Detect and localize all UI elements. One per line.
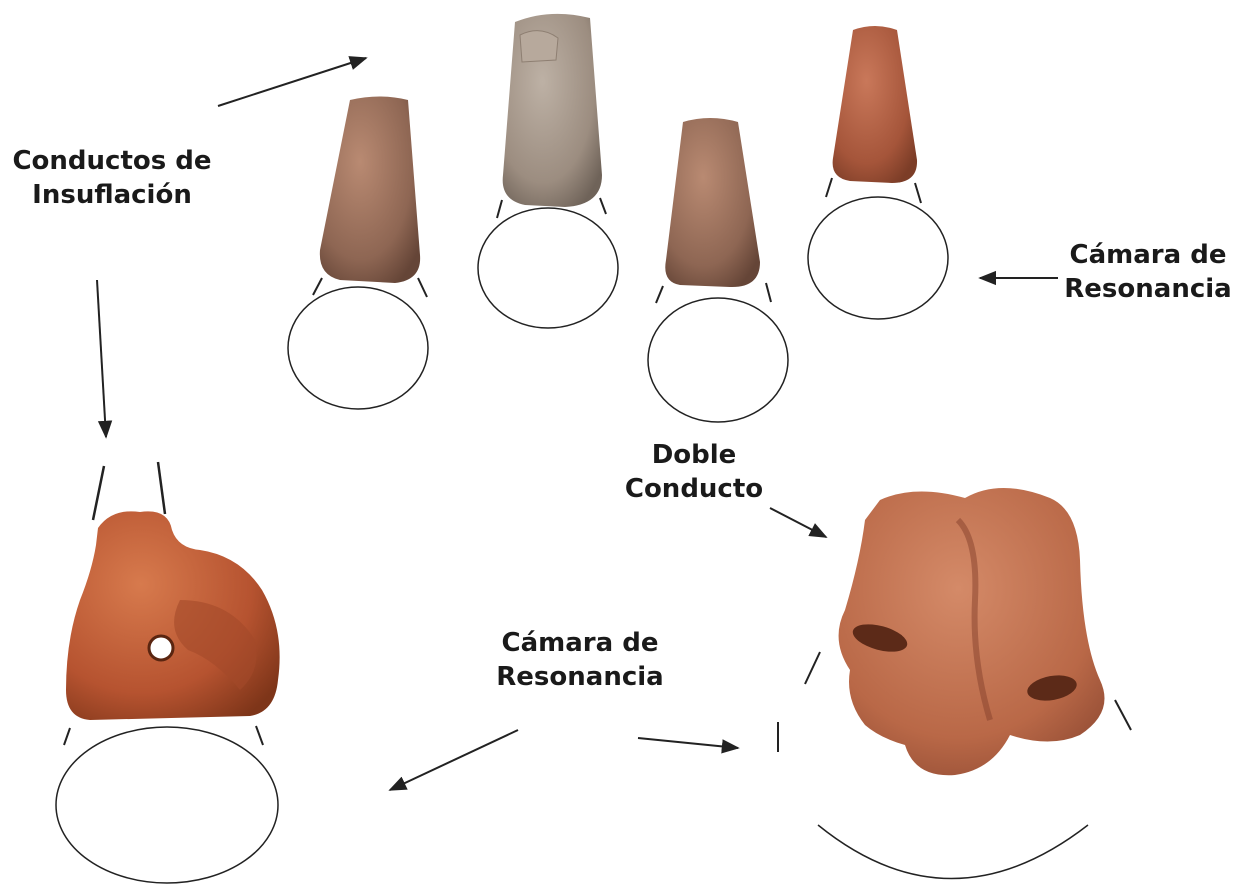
label-line: Doble [604,438,784,472]
label-conductos-insuflacion: Conductos de Insuflación [6,144,218,212]
label-line: Resonancia [1058,272,1238,306]
duct-fragment-4 [808,26,948,319]
label-camara-resonancia-bottom: Cámara de Resonancia [490,626,670,694]
duct-fragment-2 [478,14,618,328]
arrow-to-nose-chamber [638,738,738,748]
label-line: Cámara de [1058,238,1238,272]
label-line: Insuflación [6,178,218,212]
arrow-to-ducts [218,58,366,106]
arrow-to-bird-chamber [390,730,518,790]
label-camara-resonancia-top: Cámara de Resonancia [1058,238,1238,306]
arrow-to-bird-duct [97,280,106,437]
label-line: Conducto [604,472,784,506]
label-line: Cámara de [490,626,670,660]
arrow-to-double-duct [770,508,826,537]
duct-fragment-1 [288,97,428,410]
label-line: Resonancia [490,660,670,694]
bird-head-fragment [56,462,280,883]
duct-fragment-3 [648,118,788,422]
label-doble-conducto: Doble Conducto [604,438,784,506]
label-line: Conductos de [6,144,218,178]
double-duct-fragment [778,488,1131,879]
